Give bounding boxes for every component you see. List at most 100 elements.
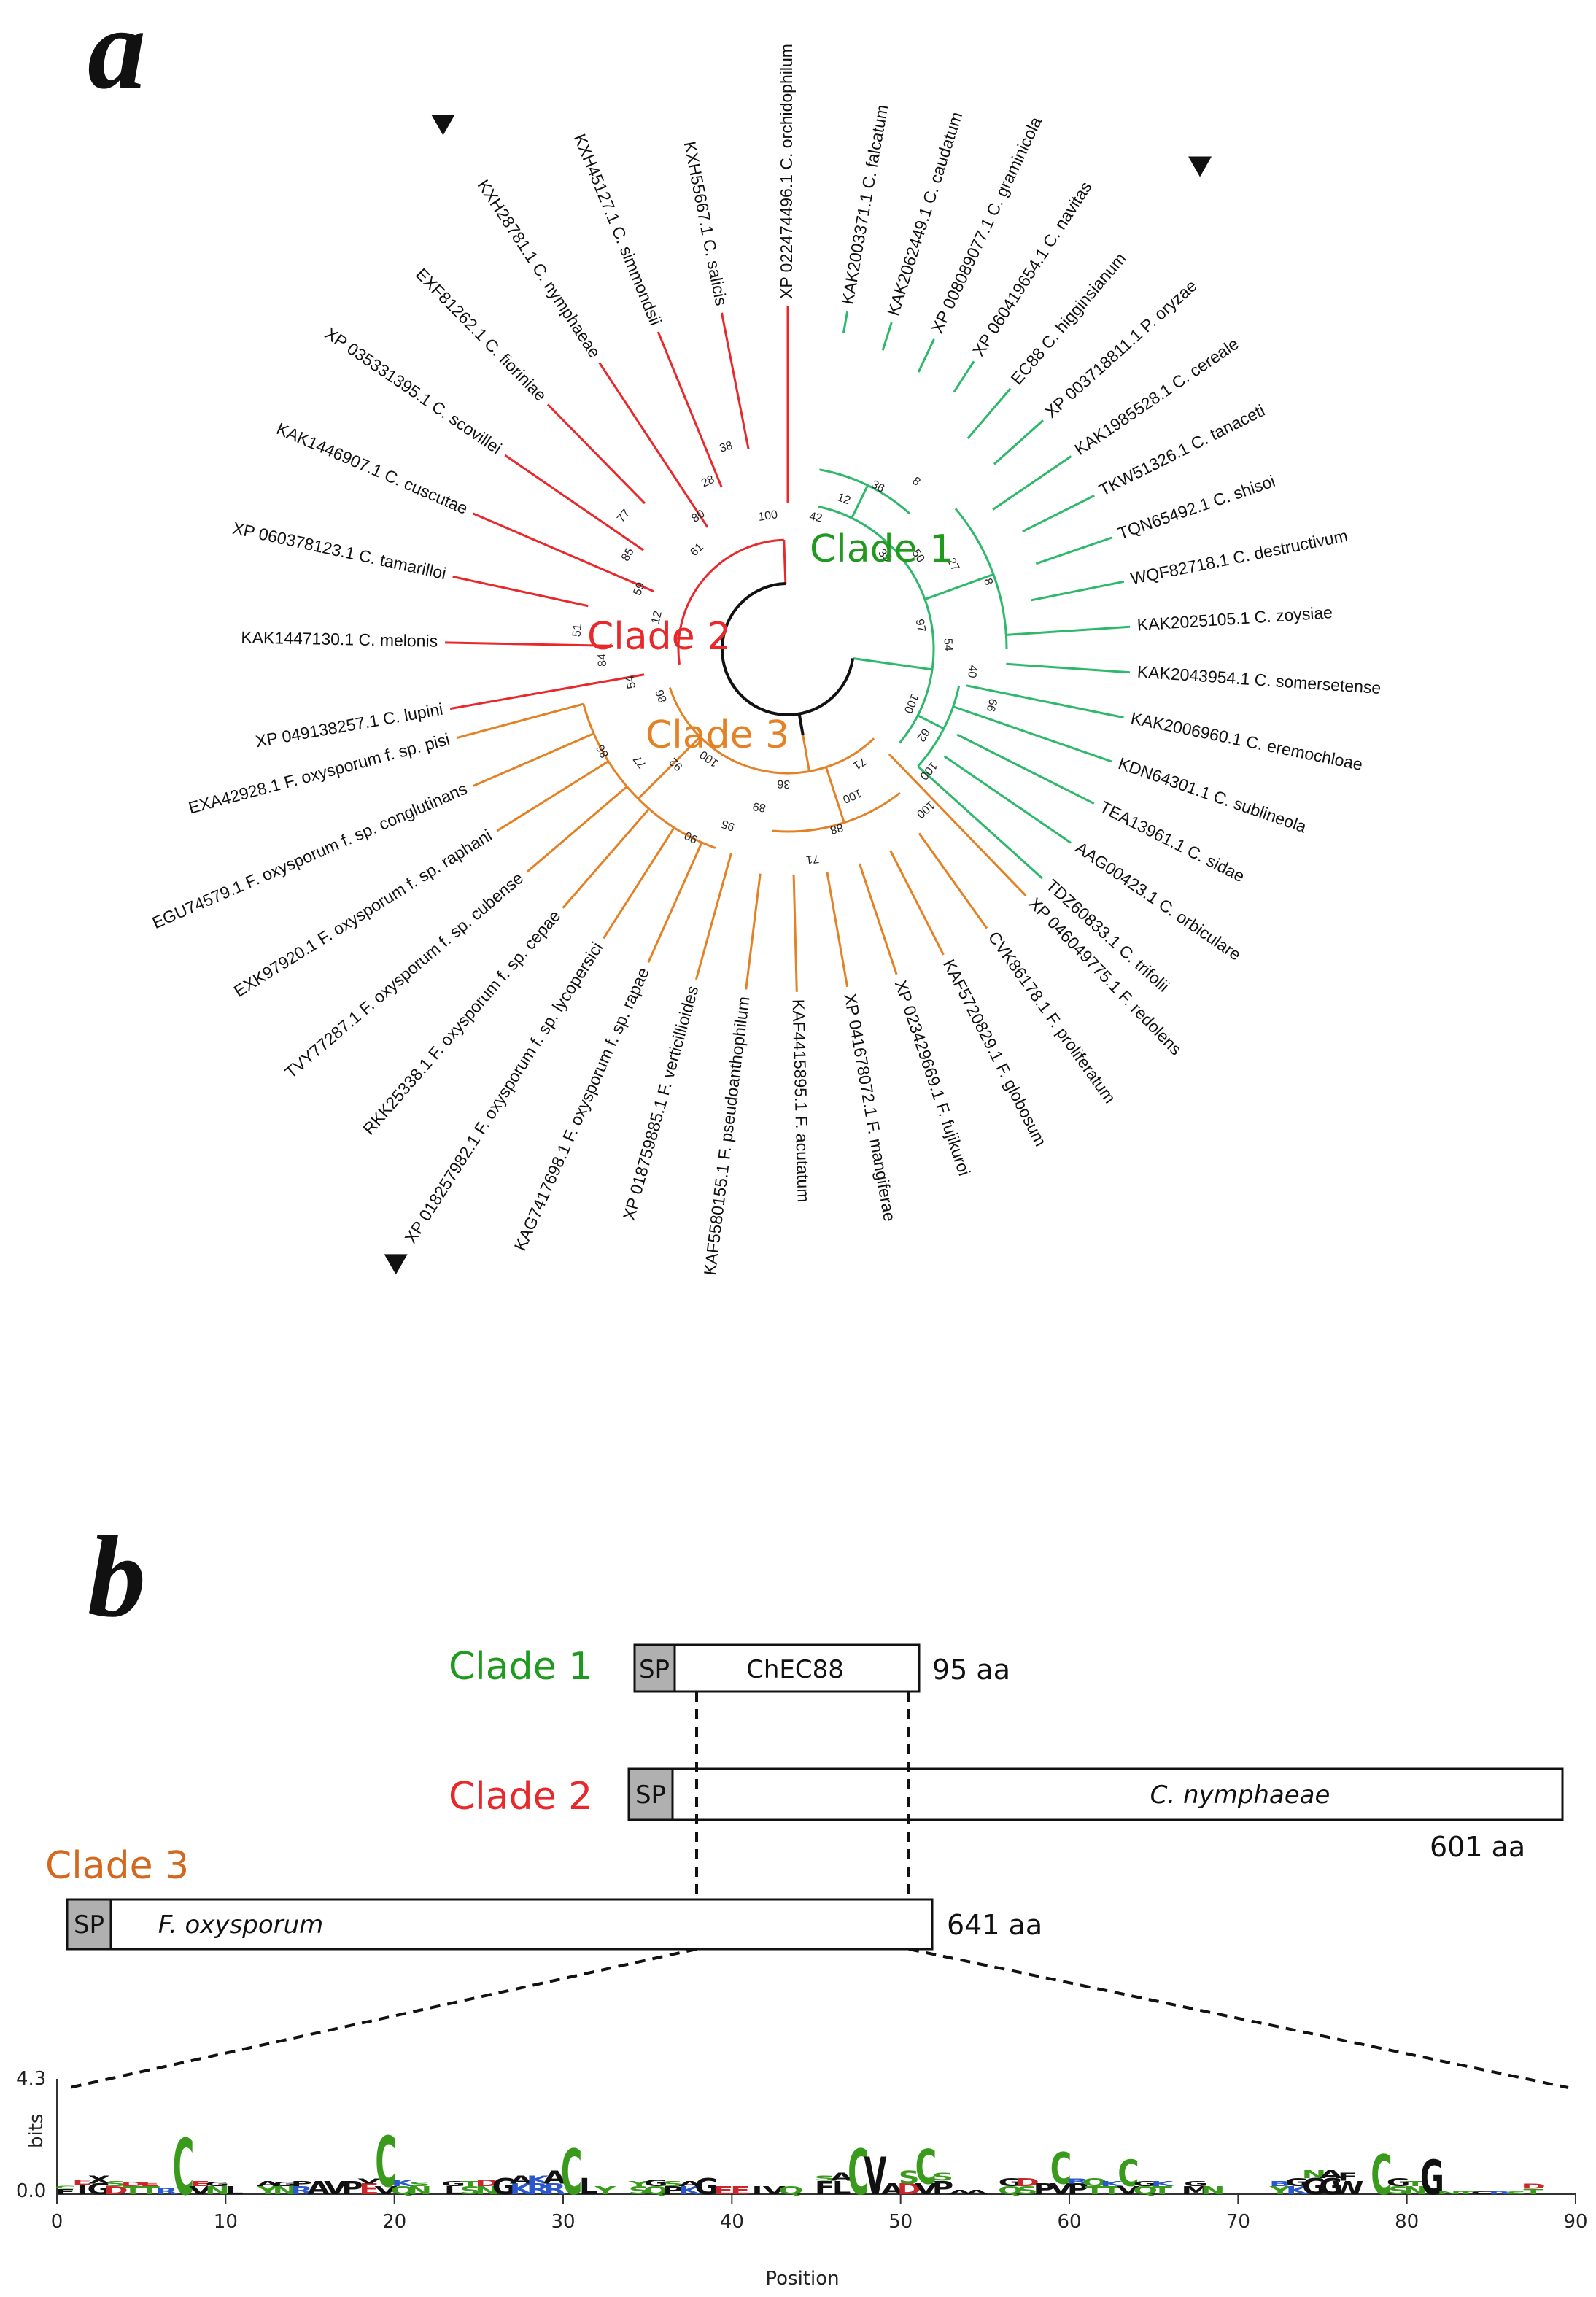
logo-letter: G (1285, 2177, 1309, 2189)
clade2-protein-label: C. nymphaeae (1150, 1781, 1330, 1810)
logo-letter: G (1471, 2191, 1495, 2195)
clade1-branch (1006, 625, 1131, 636)
clade1-arc (818, 505, 935, 744)
logo-x-tick-label: 30 (551, 2211, 575, 2233)
logo-letter: X (88, 2174, 110, 2186)
logo-letter: Q (390, 2185, 415, 2197)
logo-letter: E (72, 2178, 92, 2187)
clade3-length: 641 aa (947, 1909, 1042, 1941)
clade2-leaf-label: XP 022474496.1 C. orchidophilum (777, 44, 796, 299)
bootstrap-value: 12 (836, 491, 853, 507)
logo-letter: F (1338, 2171, 1357, 2183)
logo-letter: T (140, 2185, 160, 2197)
logo-letter: B (1269, 2180, 1292, 2188)
clade2-leaf-label: KAK1447130.1 C. melonis (241, 628, 438, 651)
bootstrap-value: 62 (914, 726, 931, 743)
logo-letter: N (205, 2185, 230, 2197)
clade3-branch (496, 760, 609, 832)
logo-letter: P (291, 2180, 312, 2188)
logo-letter: C (1371, 2144, 1392, 2207)
clade1-branch (1031, 580, 1125, 602)
logo-letter: T (123, 2185, 143, 2197)
logo-letter: S (932, 2171, 953, 2183)
logo-letter: T (460, 2180, 480, 2188)
logo-letter: V (1050, 2181, 1073, 2198)
clade1-branch (917, 338, 935, 373)
logo-x-tick-label: 80 (1395, 2211, 1419, 2233)
logo-x-tick-label: 50 (888, 2211, 913, 2233)
logo-letter: Y (256, 2185, 279, 2197)
logo-letter: R (1488, 2191, 1511, 2195)
logo-letter: S (662, 2180, 683, 2188)
clade2-leaf-label: EXF81262.1 C. fioriniae (412, 265, 551, 406)
clade2-branch (472, 512, 654, 593)
bootstrap-value: 92 (667, 755, 686, 773)
clade1-internal (851, 484, 869, 519)
logo-letter: Y (1268, 2185, 1292, 2197)
clade2-leaf-label: KXH45127.1 C. simmondsii (570, 131, 665, 328)
logo-letter: V (1117, 2185, 1140, 2197)
logo-letter: Y (594, 2185, 617, 2197)
clade1-chec88-box (673, 1643, 921, 1693)
bootstrap-value: 100 (841, 786, 864, 805)
logo-letter: Q (643, 2185, 668, 2197)
clade1-leaf-label: KAK2003371.1 C. falcatum (838, 103, 892, 306)
clade2-branch (656, 331, 723, 488)
clade1-leaf-label: KAK2025105.1 C. zoysiae (1136, 603, 1333, 635)
clade2-leaf-label: KXH55667.1 C. salicis (681, 140, 732, 308)
clade1-branch (917, 765, 1044, 880)
logo-letter: L (444, 2185, 463, 2197)
clade1-leaf-label: KAK2006960.1 C. eremochloae (1129, 708, 1364, 774)
bootstrap-value: 36 (777, 778, 790, 791)
bootstrap-value: 28 (700, 473, 716, 490)
logo-letter: D (104, 2185, 128, 2197)
bootstrap-value: 100 (902, 692, 921, 715)
clade1-leaf-label: XP 003718811.1 P. oryzae (1041, 276, 1200, 421)
clade2-branch (546, 403, 646, 505)
clade2-branch (445, 641, 613, 647)
logo-letter: G (694, 2174, 718, 2200)
logo-letter: P (932, 2177, 953, 2199)
clade1-internal (917, 714, 945, 730)
clade3-subarc (772, 791, 901, 833)
logo-letter: S (1388, 2185, 1409, 2197)
clade1-branch (881, 322, 893, 351)
logo-letter: Q (998, 2185, 1023, 2197)
logo-letter: K (510, 2181, 534, 2198)
logo-letter: N (408, 2185, 433, 2197)
logo-letter: V (324, 2177, 346, 2199)
bootstrap-value: 95 (720, 817, 736, 833)
logo-letter: C (55, 2185, 76, 2190)
bootstrap-value: 36 (869, 479, 886, 496)
clade3-branch (647, 842, 703, 963)
bootstrap-value: 59 (631, 581, 647, 597)
domain-diagram: Clade 1 SP ChEC88 95 aa Clade 2 SP C. ny… (45, 1643, 1569, 2089)
clade3-sp-label: SP (74, 1910, 104, 1940)
clade3-marker (384, 1254, 408, 1275)
logo-x-tick-label: 40 (720, 2211, 744, 2233)
logo-letter: K (1286, 2185, 1310, 2197)
logo-letter: V (864, 2147, 886, 2207)
logo-letter: N (1302, 2169, 1327, 2181)
logo-letter: D (1521, 2182, 1545, 2191)
clade3-stem (802, 735, 810, 772)
logo-letter: I (752, 2185, 763, 2197)
clade3-arc (668, 687, 875, 775)
clade2-stem (783, 540, 787, 584)
logo-x-tick-label: 90 (1563, 2211, 1587, 2233)
bootstrap-value: 40 (965, 665, 979, 679)
logo-letter: T (1406, 2180, 1425, 2188)
clade1-branch (992, 455, 1072, 511)
root-arc (721, 582, 855, 716)
clade3-leaf-label: RKK25338.1 F. oxysporum f. sp. cepae (359, 906, 564, 1138)
logo-x-tick-label: 20 (382, 2211, 406, 2233)
clade1-marker (1188, 156, 1212, 177)
logo-letter: C (915, 2139, 937, 2195)
logo-letter: S (1506, 2191, 1527, 2195)
clade1-stem (852, 657, 933, 671)
logo-letter: G (205, 2181, 229, 2188)
logo-letter: N (1403, 2185, 1428, 2197)
bootstrap-value: 54 (624, 675, 638, 690)
